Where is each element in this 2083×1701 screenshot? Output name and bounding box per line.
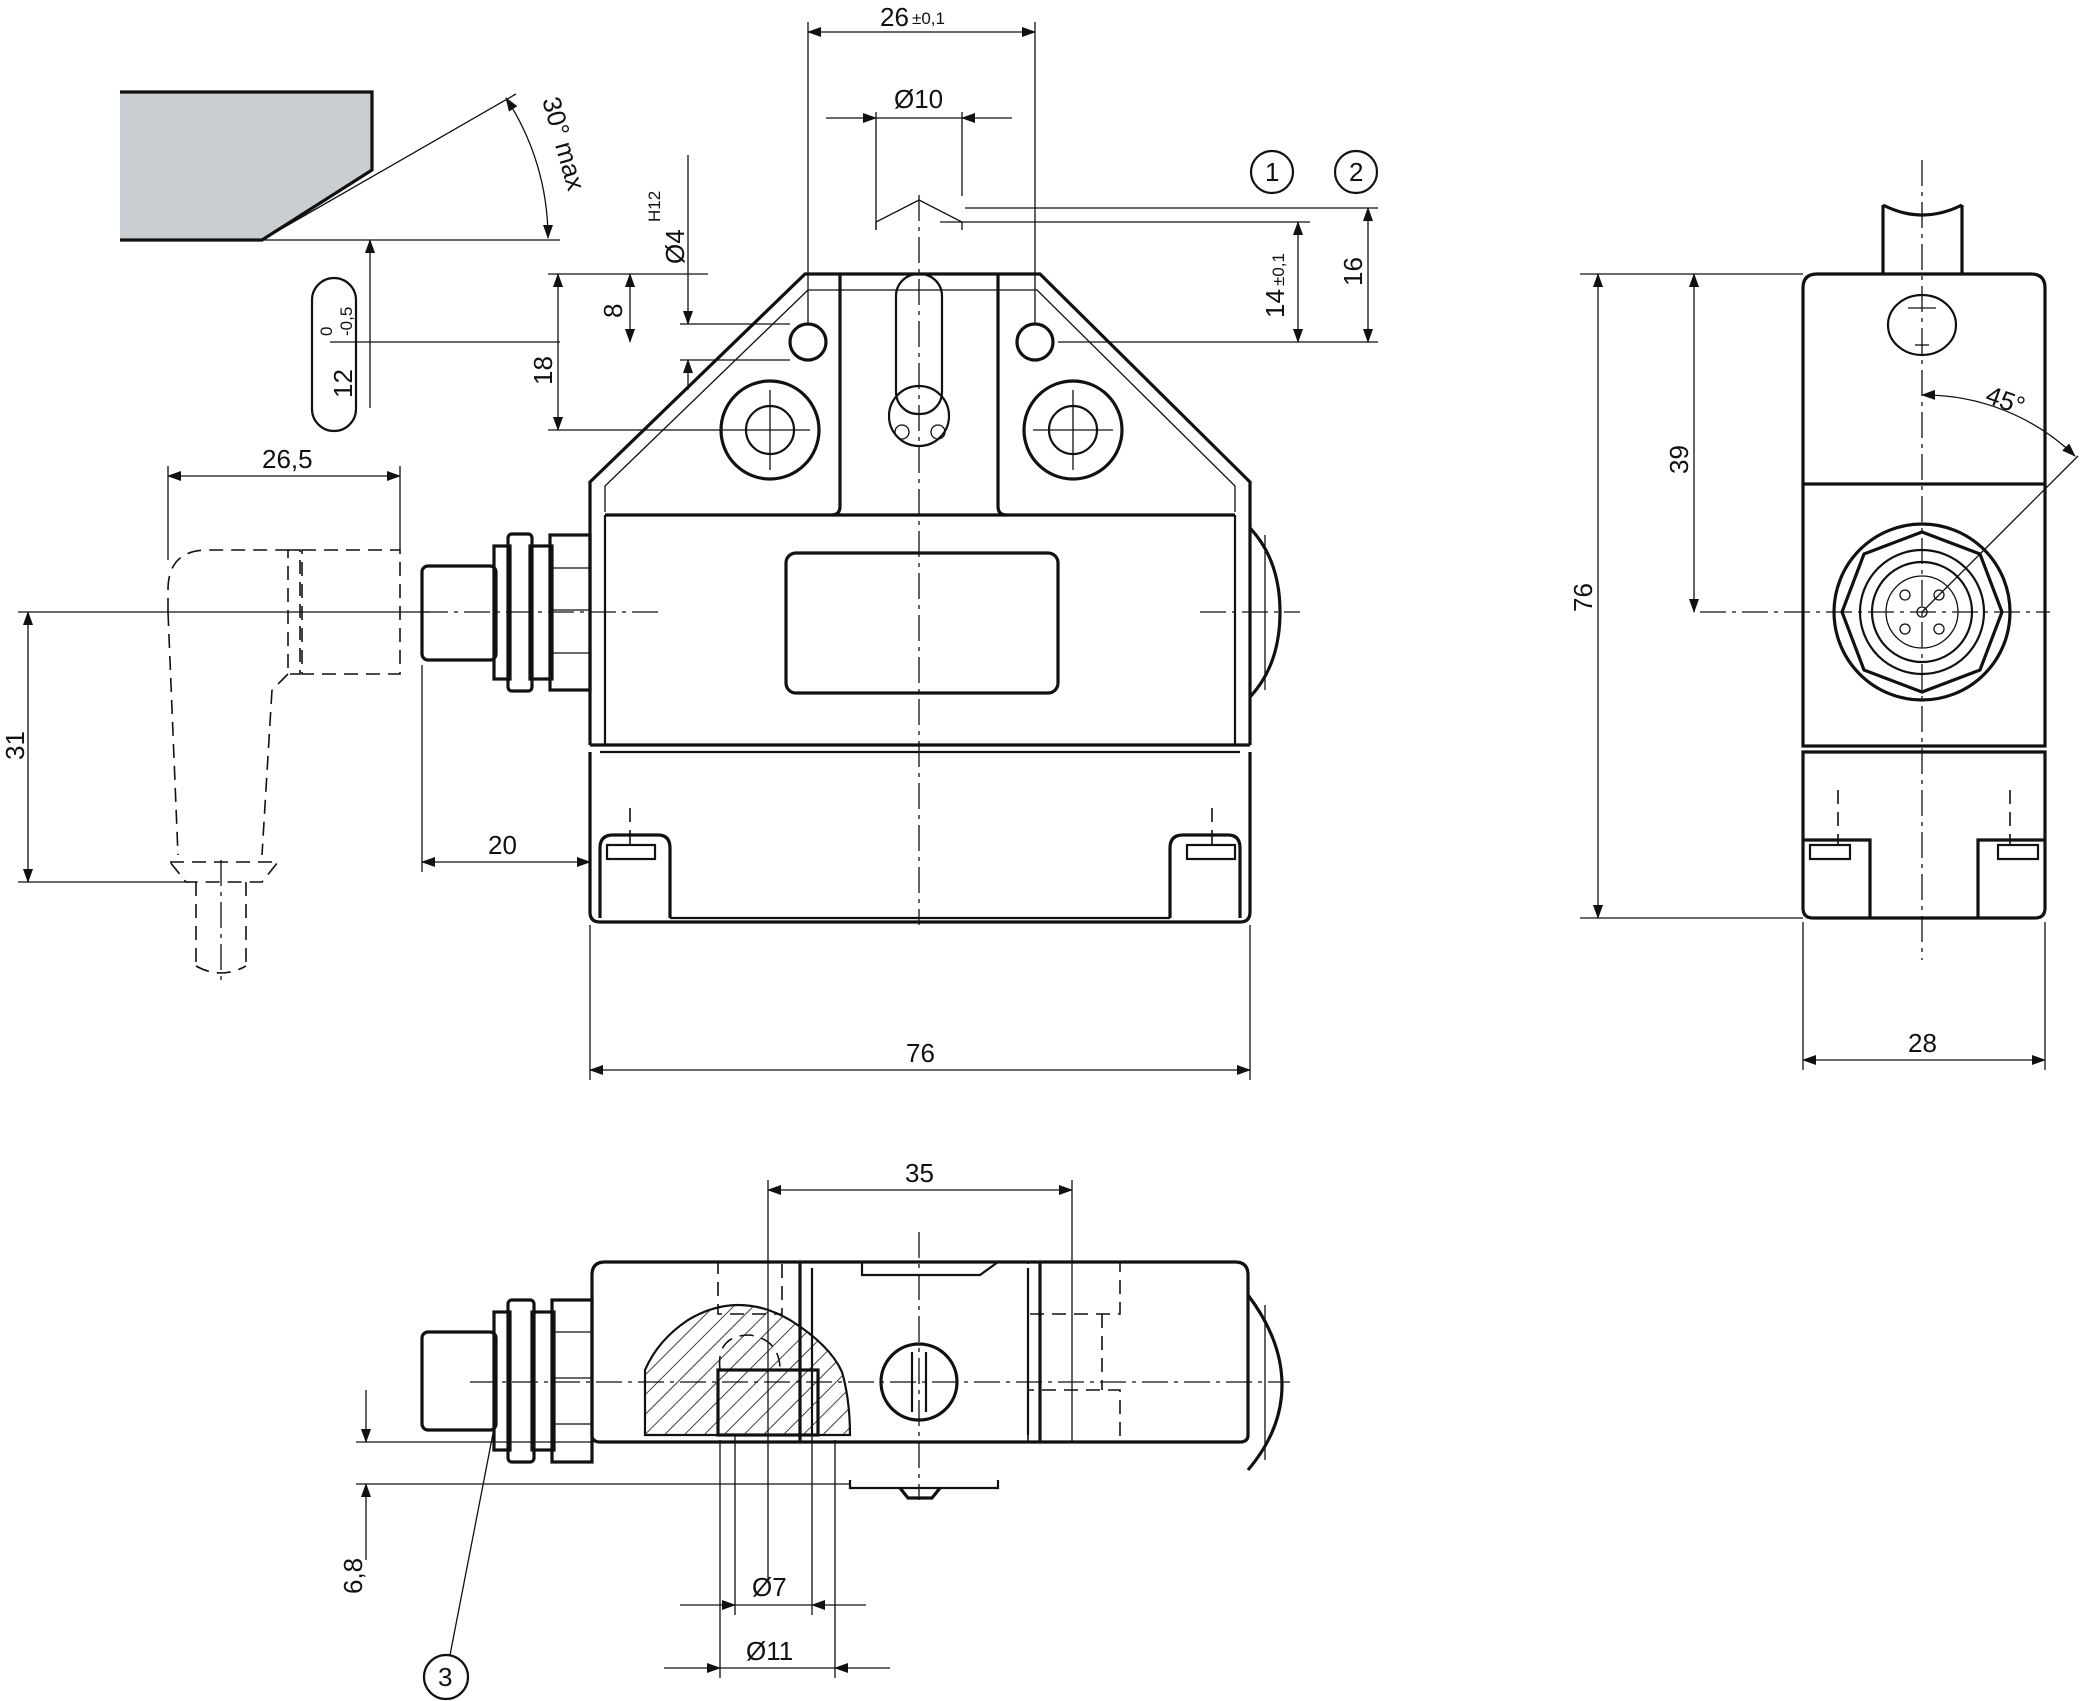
angled-connector-outline: 26,5 31 bbox=[0, 444, 430, 980]
pin-hole-right bbox=[1015, 322, 1055, 362]
dim-35-label: 35 bbox=[905, 1158, 934, 1188]
dim-14-label: 14 bbox=[1260, 289, 1290, 318]
angle-45-arc bbox=[1921, 389, 2076, 457]
angle-30-arc bbox=[505, 97, 553, 239]
front-view-dimensions: 26 ±0,1 Ø10 Ø4 H12 8 18 14 ±0,1 bbox=[421, 2, 1379, 1080]
dim-76-width-label: 76 bbox=[906, 1038, 935, 1068]
dim-d7-label: Ø7 bbox=[752, 1572, 787, 1602]
angle-45-label: 45° bbox=[1982, 379, 2029, 421]
callout-1: 1 bbox=[1265, 157, 1279, 187]
callout-1-circle bbox=[1249, 149, 1295, 195]
dim-16-label: 16 bbox=[1338, 257, 1368, 286]
dim-6-8-label: 6,8 bbox=[338, 1558, 368, 1594]
actuator-ramp bbox=[120, 92, 372, 240]
slot-12-lower-tol: -0,5 bbox=[337, 307, 356, 336]
pin-hole-left bbox=[788, 322, 828, 362]
callout-3: 3 bbox=[438, 1662, 452, 1692]
dim-76-height-label: 76 bbox=[1568, 583, 1598, 612]
slot-12-upper-tol: 0 bbox=[317, 327, 336, 336]
label-window bbox=[784, 551, 1060, 695]
dim-26-label: 26 bbox=[880, 2, 909, 32]
dim-18-label: 18 bbox=[528, 356, 558, 385]
dim-14-tol: ±0,1 bbox=[1269, 253, 1288, 286]
callout-2: 2 bbox=[1349, 157, 1363, 187]
dim-20-label: 20 bbox=[488, 830, 517, 860]
front-view bbox=[420, 195, 1300, 925]
dim-39-label: 39 bbox=[1664, 445, 1694, 474]
actuator-ramp-detail: 30° max bbox=[120, 90, 591, 242]
side-view: 45° 76 39 28 bbox=[1568, 160, 2079, 1070]
slot-12-label: 12 bbox=[328, 369, 358, 398]
dim-28-label: 28 bbox=[1908, 1028, 1937, 1058]
bottom-view: 35 6,8 Ø7 Ø11 3 bbox=[338, 1158, 1290, 1701]
dim-d4-fit: H12 bbox=[645, 191, 664, 222]
dim-d4-label: Ø4 bbox=[660, 229, 690, 264]
dim-26-tol: ±0,1 bbox=[912, 9, 945, 28]
dim-31-label: 31 bbox=[0, 731, 30, 760]
slot-detail: 12 0 -0,5 bbox=[310, 239, 560, 433]
dim-d11-label: Ø11 bbox=[746, 1636, 793, 1666]
dim-d10-label: Ø10 bbox=[894, 84, 943, 114]
dim-8-label: 8 bbox=[598, 304, 628, 318]
dim-26-5-label: 26,5 bbox=[262, 444, 313, 474]
angle-30-label: 30° max bbox=[536, 93, 591, 193]
callout-3-circle bbox=[422, 1653, 470, 1701]
callout-2-circle bbox=[1333, 149, 1379, 195]
